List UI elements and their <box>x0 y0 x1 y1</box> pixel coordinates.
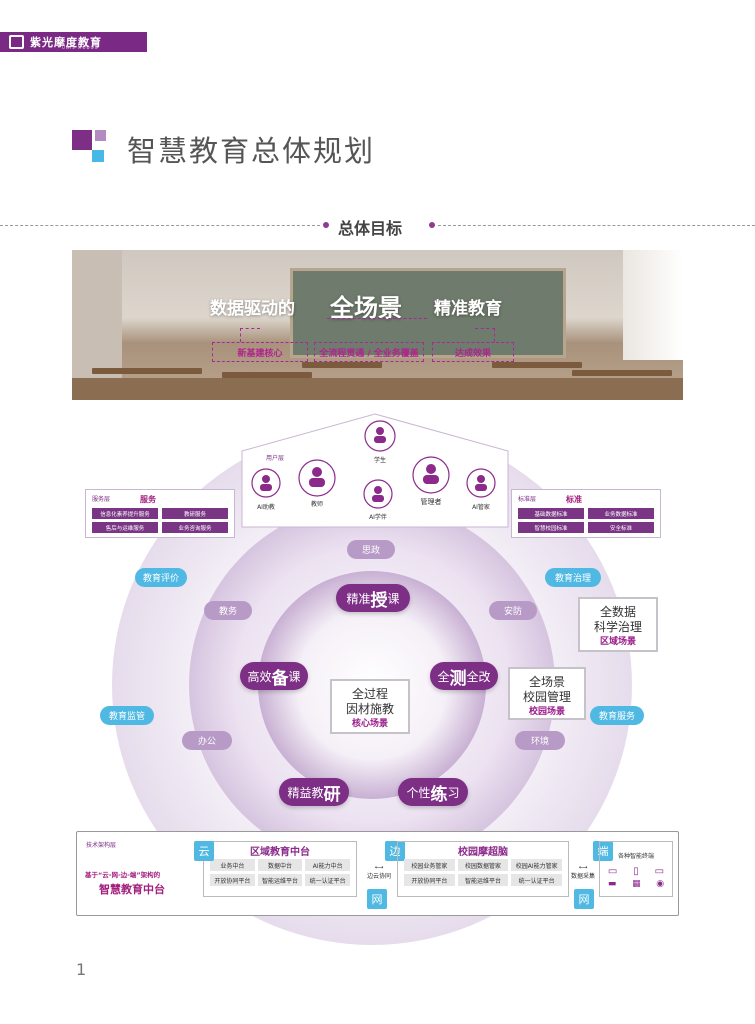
data-collect-link: ⟷数据采集 <box>570 864 595 880</box>
standard-item: 安全标准 <box>588 522 654 533</box>
section-divider-left <box>0 225 320 226</box>
arch-slogan-2: 智慧教育中台 <box>99 883 165 896</box>
standard-item: 基础数据标准 <box>518 508 584 519</box>
pill-office: 办公 <box>182 731 232 750</box>
role-ai-assistant: AI助教 <box>257 504 275 511</box>
arch-slogan-1: 基于“云-网-边-端”架构的 <box>85 871 161 879</box>
pill-efficient-prep: 高效备课 <box>240 662 308 690</box>
logo-icon <box>9 35 24 49</box>
pill-lean-research: 精益教研 <box>279 778 349 806</box>
banner-tag-3: 达成效果 <box>432 342 514 362</box>
standard-title: 标准 <box>566 495 583 504</box>
slogan-left: 数据驱动的 <box>210 299 295 319</box>
slogan-right: 精准教育 <box>434 299 502 319</box>
camera-icon: ◉ <box>656 879 665 889</box>
brand-logo: 紫光摩度教育 UNIS MODOU <box>0 32 147 52</box>
page-title: 智慧教育总体规划 <box>127 134 376 168</box>
service-item: 业务咨询服务 <box>162 522 228 533</box>
pill-personal-practice: 个性练习 <box>398 778 468 806</box>
brand-sub: UNIS MODOU <box>62 45 99 50</box>
standard-item: 智慧校园标准 <box>518 522 584 533</box>
desktop-icon: ▭ <box>607 866 618 877</box>
standard-box: 标准层 标准 基础数据标准 业务数据标准 智慧校园标准 安全标准 <box>511 489 661 538</box>
service-layer-label: 服务层 <box>92 496 111 503</box>
banner-tag-1: 新基建核心 <box>212 342 308 362</box>
pill-edu-governance: 教育治理 <box>545 568 601 587</box>
pill-full-test: 全测全改 <box>430 662 498 690</box>
role-teacher: 教师 <box>310 501 323 508</box>
brand-name: 紫光摩度教育 <box>30 36 102 49</box>
device-icons: ▭ ▯ ▭ <box>600 866 672 877</box>
tech-architecture-panel: 技术架构层 基于“云-网-边-端”架构的 智慧教育中台 区域教育中台 业务中台 … <box>76 831 679 916</box>
terminal-panel: 各种智能终端 ▭▯▭ ▬▦◉ <box>599 841 673 897</box>
banner-tag-2: 全流程贯通 / 全业务覆盖 <box>314 342 424 362</box>
pill-academic-affairs: 教务 <box>204 601 252 620</box>
service-item: 售后与运维服务 <box>92 522 158 533</box>
service-item: 教研服务 <box>162 508 228 519</box>
title-squares-icon <box>72 130 108 162</box>
pill-edu-supervision: 教育监管 <box>100 706 154 725</box>
section-divider-right <box>438 225 755 226</box>
scene-core: 全过程因材施教核心场景 <box>330 679 410 734</box>
device-icons-2: ▬ ▦ ◉ <box>600 879 672 889</box>
projector-icon: ▬ <box>607 879 617 889</box>
net-badge-1: 网 <box>367 889 387 909</box>
user-layer-label: 用户层 <box>266 455 285 462</box>
role-ai-companion: AI学伴 <box>369 514 387 521</box>
end-badge: 端 <box>593 841 613 861</box>
campus-platform: 校园摩超脑 校园业务管家 校园数据管家 校园AI能力管家 开放协同平台 智能运维… <box>397 841 569 897</box>
pill-edu-evaluation: 教育评价 <box>135 568 187 587</box>
slogan-center: 全场景 <box>330 294 402 322</box>
pill-ideology: 思政 <box>347 540 395 559</box>
pill-security: 安防 <box>489 601 537 620</box>
role-manager: 管理者 <box>420 498 442 506</box>
role-ai-butler: AI管家 <box>472 504 490 511</box>
cloud-badge: 云 <box>194 841 214 861</box>
region-platform: 区域教育中台 业务中台 数据中台 AI能力中台 开放协同平台 智能运维平台 统一… <box>203 841 357 897</box>
phone-icon: ▯ <box>633 866 639 877</box>
pill-edu-service: 教育服务 <box>590 706 644 725</box>
service-box: 服务层 服务 信息化素养提升服务 教研服务 售后与运维服务 业务咨询服务 <box>85 489 235 538</box>
speaker-icon: ▦ <box>632 879 641 889</box>
monitor-icon: ▭ <box>654 866 665 877</box>
edge-badge: 边 <box>385 841 405 861</box>
scene-region: 全数据科学治理区域场景 <box>578 597 658 652</box>
section-dot-left <box>323 222 329 228</box>
classroom-banner: 数据驱动的 全场景 精准教育 新基建核心 全流程贯通 / 全业务覆盖 达成效果 <box>72 250 683 400</box>
blackboard <box>290 268 566 358</box>
page-number: 1 <box>76 960 87 979</box>
standard-item: 业务数据标准 <box>588 508 654 519</box>
standard-layer-label: 标准层 <box>518 496 537 503</box>
role-student: 学生 <box>373 457 386 464</box>
section-dot-right <box>429 222 435 228</box>
service-title: 服务 <box>140 495 157 504</box>
pill-precise-teaching: 精准授课 <box>336 584 410 612</box>
scene-campus: 全场景校园管理校园场景 <box>508 667 586 720</box>
section-heading: 总体目标 <box>338 219 403 238</box>
net-badge-2: 网 <box>574 889 594 909</box>
service-item: 信息化素养提升服务 <box>92 508 158 519</box>
pill-environment: 环境 <box>515 731 565 750</box>
arch-layer-label: 技术架构层 <box>86 842 117 849</box>
edge-cloud-link: ⟷边云协同 <box>366 864 391 880</box>
